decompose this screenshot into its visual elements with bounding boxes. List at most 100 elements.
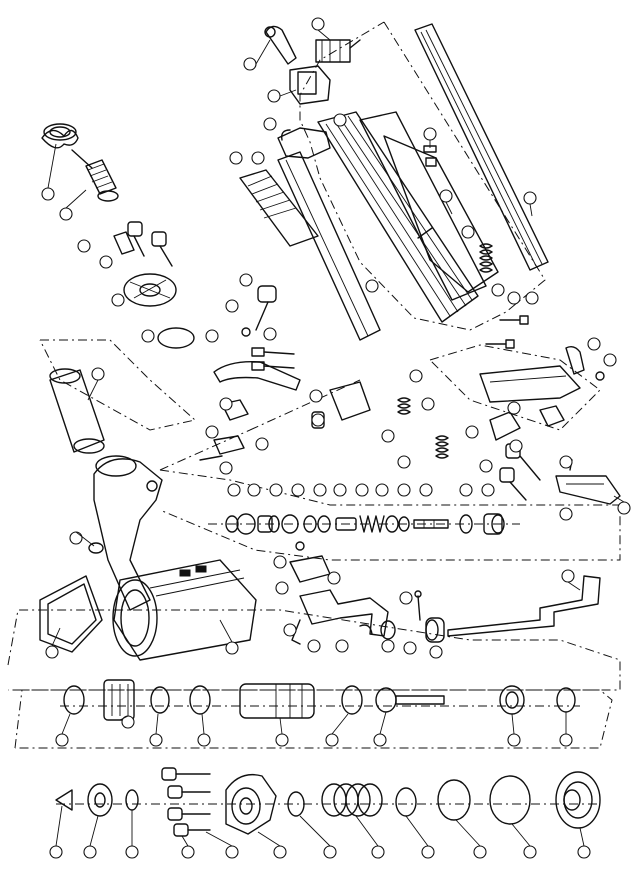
- callout-bubble: [111, 293, 125, 307]
- callout-bubble: [243, 57, 257, 71]
- callout-bubble: [197, 733, 211, 747]
- callout-bubble: [229, 151, 243, 165]
- driver-row: [55, 767, 601, 837]
- callout-bubble: [491, 283, 505, 297]
- callout-bubble: [77, 239, 91, 253]
- callout-bubble: [459, 483, 473, 497]
- magazine-assembly: [239, 23, 549, 349]
- callout-bubble: [559, 507, 573, 521]
- callout-bubble: [125, 845, 139, 859]
- callout-bubble: [397, 483, 411, 497]
- callout-bubble: [465, 425, 479, 439]
- callout-bubble: [507, 401, 521, 415]
- callout-bubble: [421, 845, 435, 859]
- callout-bubble: [373, 733, 387, 747]
- callout-bubble: [225, 845, 239, 859]
- callout-bubble: [355, 483, 369, 497]
- callout-bubble: [227, 483, 241, 497]
- callout-bubble: [219, 397, 233, 411]
- callout-bubble: [69, 531, 83, 545]
- callout-bubble: [83, 845, 97, 859]
- callout-bubble: [419, 483, 433, 497]
- callout-bubble: [219, 461, 233, 475]
- assembly-boundary-lines: [7, 21, 621, 749]
- callout-bubble: [247, 483, 261, 497]
- callout-bubble: [149, 733, 163, 747]
- callout-bubbles: [41, 17, 631, 859]
- callout-bubble: [273, 555, 287, 569]
- callout-bubble: [59, 207, 73, 221]
- callout-bubble: [263, 327, 277, 341]
- callout-bubble: [479, 459, 493, 473]
- callout-bubble: [307, 639, 321, 653]
- callout-bubble: [429, 645, 443, 659]
- piston-row: [60, 679, 580, 721]
- callout-bubble: [403, 641, 417, 655]
- callout-bubble: [325, 733, 339, 747]
- callout-bubble: [141, 329, 155, 343]
- handle-bracket: [397, 345, 621, 505]
- callout-bubble: [409, 369, 423, 383]
- callout-bubble: [561, 569, 575, 583]
- callout-bubble: [509, 439, 523, 453]
- callout-bubble: [371, 845, 385, 859]
- callout-bubble: [99, 255, 113, 269]
- callout-bubble: [205, 329, 219, 343]
- callout-bubble: [587, 337, 601, 351]
- callout-bubble: [273, 845, 287, 859]
- callout-bubble: [205, 425, 219, 439]
- callout-bubble: [181, 845, 195, 859]
- callout-bubble: [461, 225, 475, 239]
- callout-bubble: [311, 413, 325, 427]
- callout-bubble: [283, 623, 297, 637]
- leader-lines: [47, 29, 625, 847]
- callout-bubble: [423, 127, 437, 141]
- callout-bubble: [381, 639, 395, 653]
- callout-bubble: [523, 191, 537, 205]
- callout-bubble: [91, 367, 105, 381]
- valve-parts-row: [208, 513, 520, 535]
- callout-bubble: [275, 581, 289, 595]
- callout-bubble: [225, 299, 239, 313]
- callout-bubble: [313, 483, 327, 497]
- callout-bubble: [439, 189, 453, 203]
- callout-bubble: [45, 645, 59, 659]
- callout-bubble: [397, 455, 411, 469]
- callout-bubble: [617, 501, 631, 515]
- callout-bubble: [559, 455, 573, 469]
- callout-bubble: [251, 151, 265, 165]
- callout-bubble: [525, 291, 539, 305]
- callout-bubble: [473, 845, 487, 859]
- callout-bubble: [327, 571, 341, 585]
- callout-bubble: [269, 483, 283, 497]
- callout-bubble: [577, 845, 591, 859]
- callout-bubble: [239, 273, 253, 287]
- callout-bubble: [481, 483, 495, 497]
- callout-bubble: [507, 291, 521, 305]
- callout-bubble: [333, 113, 347, 127]
- callout-bubble: [421, 397, 435, 411]
- callout-bubble: [603, 353, 617, 367]
- trigger-assembly: [289, 541, 601, 645]
- callout-bubble: [49, 845, 63, 859]
- callout-bubble: [507, 733, 521, 747]
- callout-bubble: [41, 187, 55, 201]
- callout-bubble: [267, 89, 281, 103]
- callout-bubble: [291, 483, 305, 497]
- handle-and-body: [39, 347, 371, 661]
- callout-bubble: [225, 641, 239, 655]
- callout-bubble: [275, 733, 289, 747]
- callout-bubble: [333, 483, 347, 497]
- callout-bubble: [381, 429, 395, 443]
- callout-bubble: [365, 279, 379, 293]
- callout-bubble: [311, 17, 325, 31]
- callout-bubble: [559, 733, 573, 747]
- callout-bubble: [323, 845, 337, 859]
- callout-bubble: [263, 117, 277, 131]
- callout-bubble: [55, 733, 69, 747]
- callout-bubble: [399, 591, 413, 605]
- callout-bubble: [335, 639, 349, 653]
- spring-stack: [41, 123, 277, 349]
- callout-bubble: [375, 483, 389, 497]
